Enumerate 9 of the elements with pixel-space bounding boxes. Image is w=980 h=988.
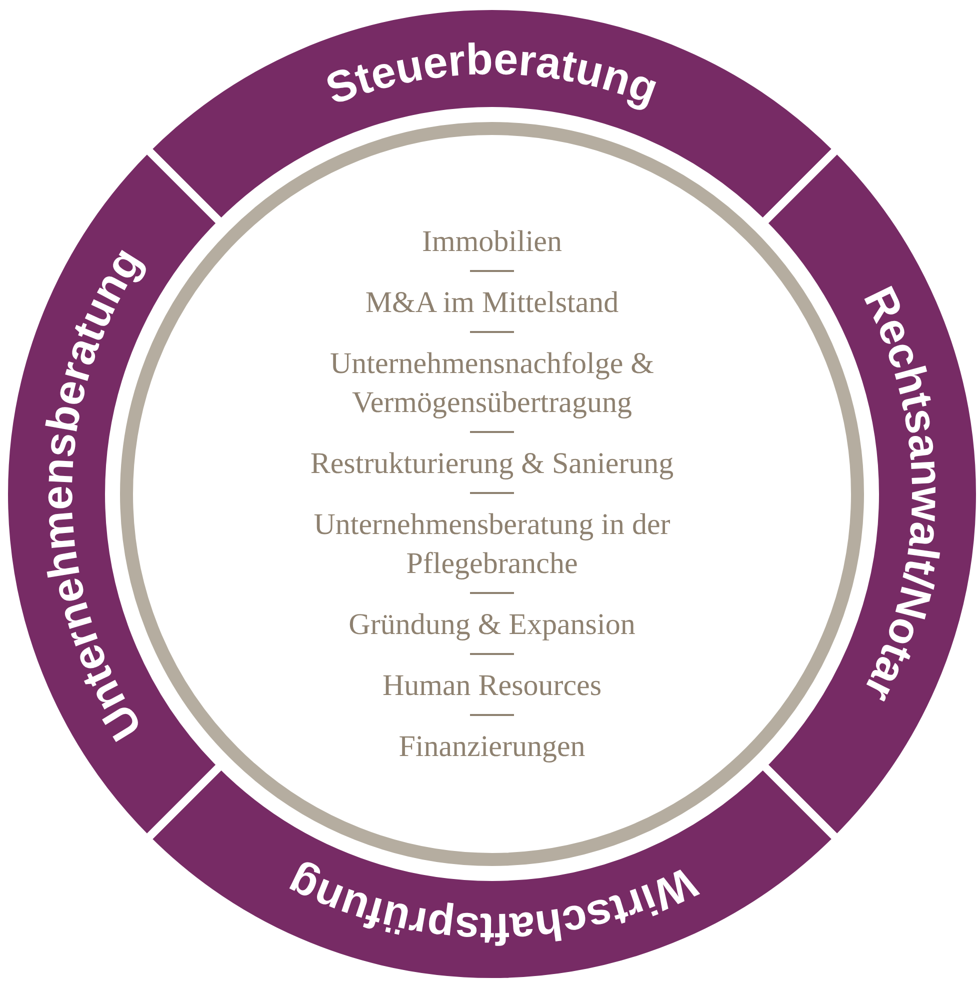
service-item: Human Resources <box>382 668 602 704</box>
service-item: M&A im Mittelstand <box>365 285 619 321</box>
segment-label: Steuerberatung <box>320 34 664 114</box>
service-item: Immobilien <box>422 224 562 260</box>
service-item: Unternehmensberatung in der Pflegebranche <box>312 507 672 582</box>
service-item: Finanzierungen <box>398 729 586 765</box>
service-item: Unternehmensnachfolge & Vermögensübertragung <box>328 346 656 421</box>
service-item: Gründung & Expansion <box>348 607 636 643</box>
service-item: Restrukturierung & Sanierung <box>310 446 674 482</box>
